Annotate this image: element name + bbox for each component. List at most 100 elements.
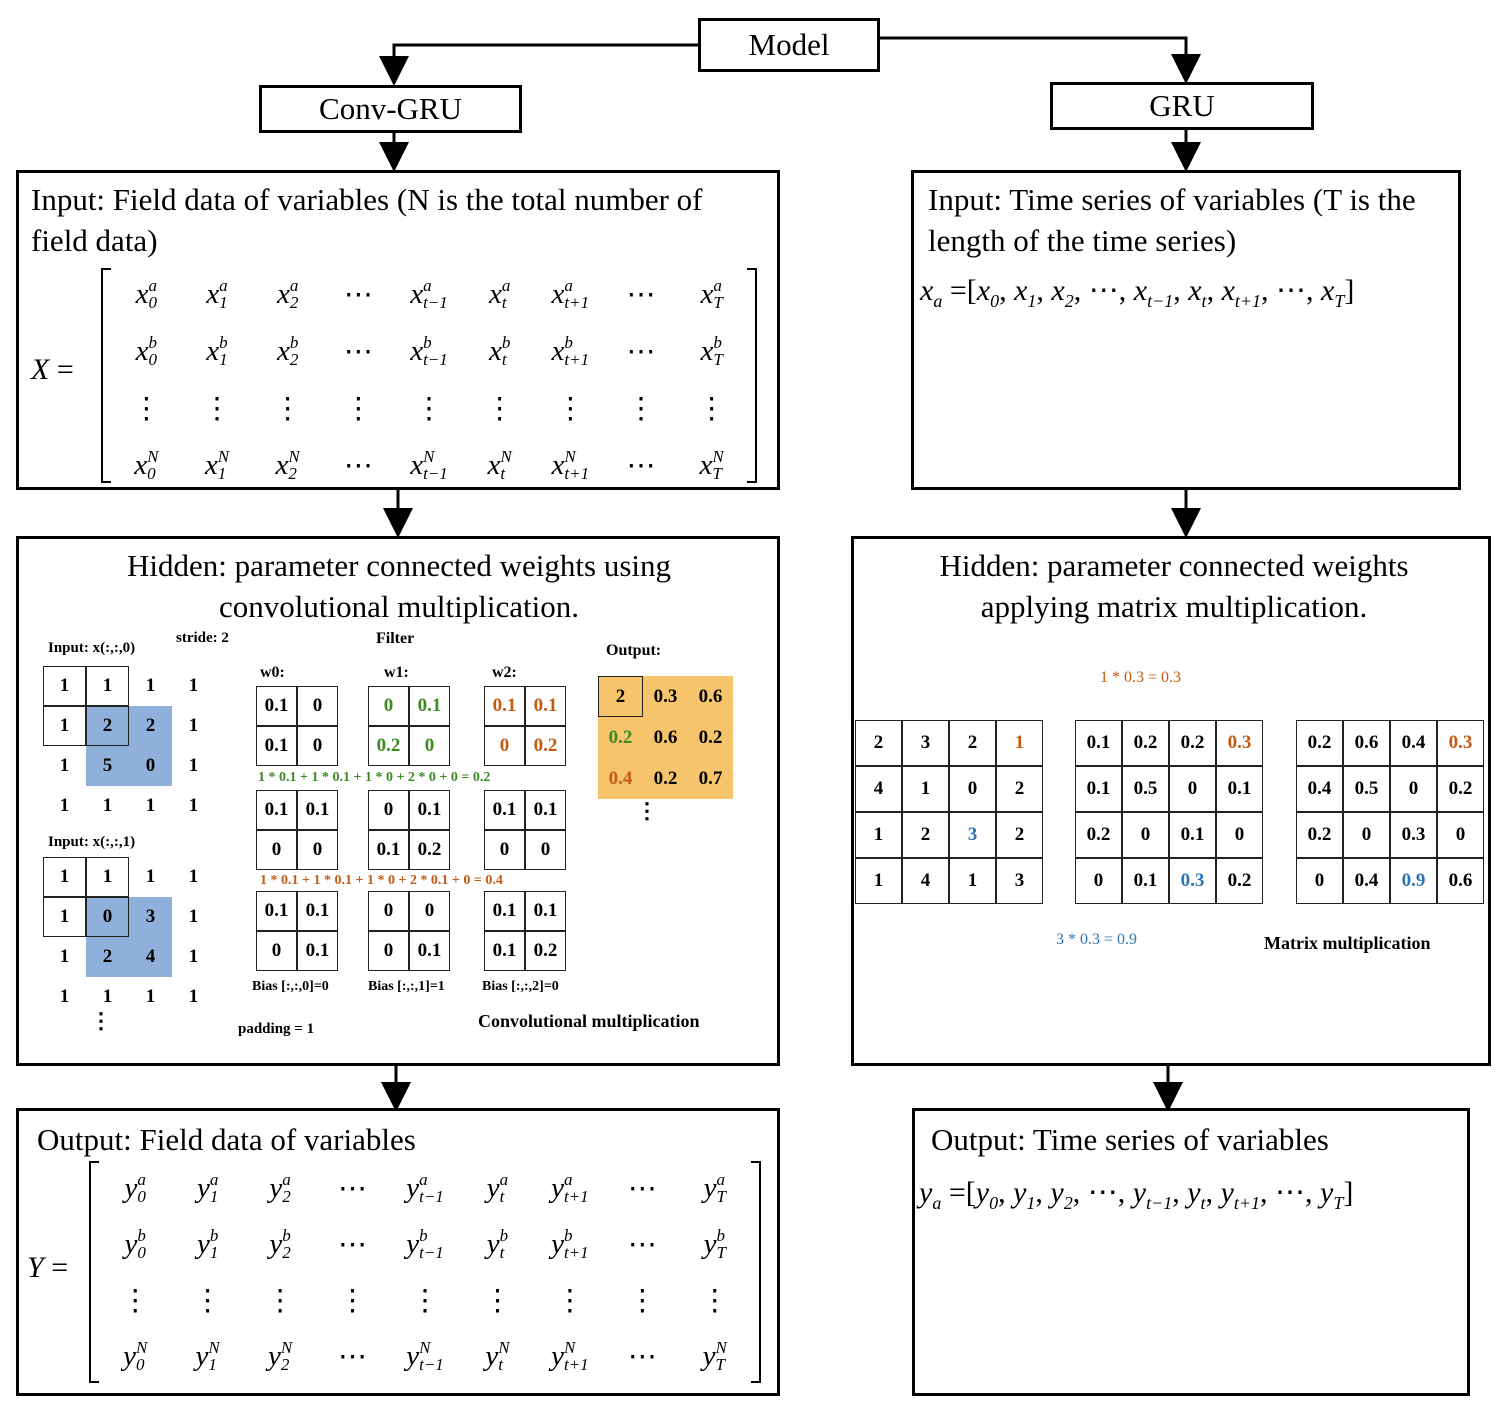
output-more-ellipsis: ⋮ xyxy=(636,798,658,823)
matrix-c-cell: 0.4 xyxy=(1296,766,1343,812)
matrix-b-cell: 0 xyxy=(1122,812,1169,858)
matrix-b-cell: 0.1 xyxy=(1216,766,1263,812)
input0-cell: 1 xyxy=(145,675,156,696)
input0-cell: 1 xyxy=(102,795,113,816)
conv-output-cell: 0.6 xyxy=(643,717,688,758)
filter-cell: 0 xyxy=(484,830,525,870)
filter-cell: 0.1 xyxy=(484,891,525,931)
vdots: ⋮ xyxy=(338,1284,368,1317)
w2-label: w2: xyxy=(492,664,517,681)
input1-cell: 1 xyxy=(86,857,129,897)
vdots: ⋮ xyxy=(555,1284,585,1317)
filter-cell: 0 xyxy=(368,790,409,830)
conv-output-cell: 0.3 xyxy=(643,676,688,717)
conv-output-heading: Output: Field data of variables xyxy=(37,1122,416,1157)
filter-cell: 0.1 xyxy=(256,726,297,766)
filter-cell: 0.1 xyxy=(256,686,297,726)
input0-cell: 1 xyxy=(86,666,129,706)
matrix-c-cell: 0 xyxy=(1296,858,1343,904)
vdots: ⋮ xyxy=(697,392,727,425)
vdots: ⋮ xyxy=(343,392,373,425)
hdots: ⋯ xyxy=(626,278,656,311)
hdots: ⋯ xyxy=(626,449,656,482)
conv-hidden-box: Hidden: parameter connected weights usin… xyxy=(16,536,780,1066)
matrix-a-cell: 0 xyxy=(949,766,996,812)
input1-cell: 1 xyxy=(188,986,199,1007)
matrix-b-cell: 0.1 xyxy=(1075,766,1122,812)
input1-cell: 1 xyxy=(145,866,156,887)
x-matrix-left-bracket xyxy=(101,268,111,483)
input1-cell: 1 xyxy=(59,986,70,1007)
gru-hidden-box: Hidden: parameter connected weights appl… xyxy=(851,536,1491,1066)
gru-hidden-heading: Hidden: parameter connected weights appl… xyxy=(939,548,1409,624)
input0-cell: 1 xyxy=(43,666,86,706)
bias0-label: Bias [:,:,0]=0 xyxy=(252,979,329,994)
matrix-a-cell: 4 xyxy=(902,858,949,904)
filter-cell: 0.1 xyxy=(409,931,450,971)
input0-cell: 5 xyxy=(86,746,129,786)
hdots: ⋯ xyxy=(343,335,373,368)
vdots: ⋮ xyxy=(414,392,444,425)
conv-output-cell: 0.2 xyxy=(643,758,688,799)
filter-cell: 0 xyxy=(297,830,338,870)
matrix-c-cell: 0 xyxy=(1390,766,1437,812)
input1-cell: 1 xyxy=(145,986,156,1007)
matrix-a-cell: 3 xyxy=(902,720,949,766)
y-matrix-left-bracket xyxy=(89,1161,99,1383)
filter-cell: 0.1 xyxy=(297,891,338,931)
hdots: ⋯ xyxy=(627,1228,657,1261)
vdots: ⋮ xyxy=(482,1284,512,1317)
vdots: ⋮ xyxy=(626,392,656,425)
matrix-b-cell: 0 xyxy=(1075,858,1122,904)
gru-output-heading: Output: Time series of variables xyxy=(931,1122,1329,1157)
matrix-c-cell: 0.6 xyxy=(1437,858,1484,904)
matrix-c-cell: 0.3 xyxy=(1390,812,1437,858)
matrix-b-cell: 0.1 xyxy=(1075,720,1122,766)
input1-cell: 1 xyxy=(188,906,199,927)
input1-cell: 1 xyxy=(43,897,86,937)
conv-hidden-heading: Hidden: parameter connected weights usin… xyxy=(126,548,672,624)
gru-input-heading: Input: Time series of variables (T is th… xyxy=(928,182,1416,258)
matrix-a-cell: 2 xyxy=(902,812,949,858)
input0-cell: 1 xyxy=(59,795,70,816)
input1-cell: 1 xyxy=(43,857,86,897)
matrix-c-cell: 0.6 xyxy=(1343,720,1390,766)
input0-label: Input: x(:,:,0) xyxy=(48,640,136,656)
input0-cell: 2 xyxy=(86,706,129,746)
matrix-a-cell: 3 xyxy=(996,858,1043,904)
filter-cell: 0.1 xyxy=(525,891,566,931)
filter-cell: 0 xyxy=(368,686,409,726)
matrix-c-cell: 0.5 xyxy=(1343,766,1390,812)
matrix-a-cell: 2 xyxy=(996,766,1043,812)
matrix-c-cell: 0 xyxy=(1343,812,1390,858)
vdots: ⋮ xyxy=(265,1284,295,1317)
matrix-a-cell: 2 xyxy=(996,812,1043,858)
conv-gru-title: Conv-GRU xyxy=(319,91,462,126)
filter-cell: 0.2 xyxy=(525,931,566,971)
matrix-c-cell: 0 xyxy=(1437,812,1484,858)
input1-cell: 1 xyxy=(102,986,113,1007)
matrix-a-cell: 3 xyxy=(949,812,996,858)
filter-cell: 0 xyxy=(409,891,450,931)
matrix-b-cell: 0.1 xyxy=(1122,858,1169,904)
vdots: ⋮ xyxy=(131,392,161,425)
conv-multiplication-label: Convolutional multiplication xyxy=(478,1011,700,1031)
filter-cell: 0.1 xyxy=(368,830,409,870)
filter-cell: 0 xyxy=(256,931,297,971)
x-matrix-right-bracket xyxy=(747,268,757,483)
padding-label: padding = 1 xyxy=(238,1021,315,1037)
matrix-a-cell: 4 xyxy=(855,766,902,812)
filter-cell: 0 xyxy=(297,726,338,766)
matrix-a-cell: 2 xyxy=(855,720,902,766)
